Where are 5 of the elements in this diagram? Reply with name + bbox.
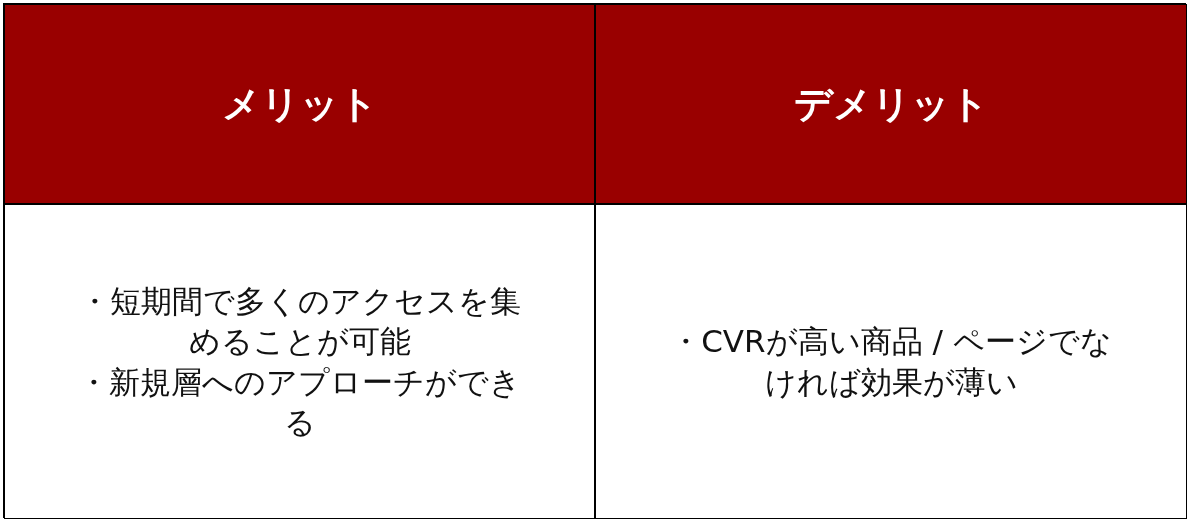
merit-item: ・短期間で多くのアクセスを集めることが可能: [77, 281, 522, 362]
demerit-item: ・CVRが高い商品 / ページでなければ効果が薄い: [669, 322, 1113, 402]
column-header: メリット: [4, 4, 595, 204]
column-header: デメリット: [595, 4, 1187, 204]
merit-item: ・新規層へのアプローチができる: [77, 362, 522, 442]
